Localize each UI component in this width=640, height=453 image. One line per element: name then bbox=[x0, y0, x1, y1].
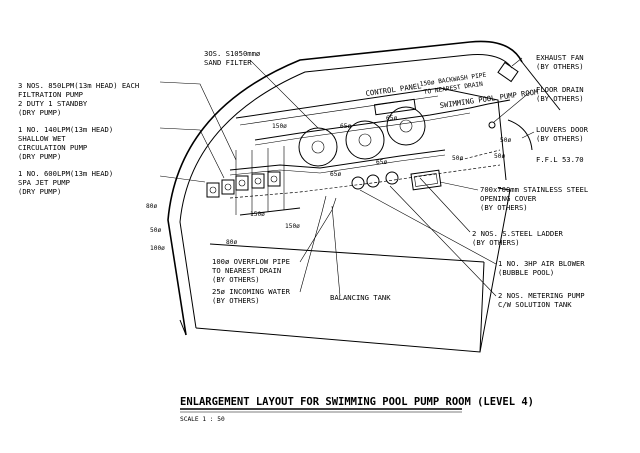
filtration-pump-3 bbox=[267, 171, 281, 187]
pipe-size-65-c: 65ø bbox=[330, 171, 341, 178]
filtration-pump-1 bbox=[235, 175, 249, 191]
label-metering-2: C/W SOLUTION TANK bbox=[498, 300, 572, 309]
room-outline bbox=[167, 40, 561, 353]
pipe-size-80-b: 80ø bbox=[226, 239, 237, 246]
annotation-labels: 3 NOS. 850LPM(13m HEAD) EACH FILTRATION … bbox=[18, 49, 589, 309]
label-shallow-2: SHALLOW WET bbox=[18, 134, 66, 143]
label-sand-filter-1: 3OS. S1050mmø bbox=[204, 49, 261, 58]
leader-lines bbox=[159, 57, 535, 297]
label-louvers-2: (BY OTHERS) bbox=[536, 134, 584, 143]
label-filtration-3: 2 DUTY 1 STANDBY bbox=[18, 99, 88, 108]
label-ladder-2: (BY OTHERS) bbox=[472, 238, 520, 247]
metering-pump-2 bbox=[385, 171, 399, 185]
label-metering-1: 2 NOS. METERING PUMP bbox=[498, 291, 585, 300]
pumps bbox=[206, 171, 281, 198]
floor-drain bbox=[488, 121, 496, 129]
title-block: ENLARGEMENT LAYOUT FOR SWIMMING POOL PUM… bbox=[180, 396, 534, 423]
label-filtration-1: 3 NOS. 850LPM(13m HEAD) EACH bbox=[18, 81, 139, 90]
label-filtration-2: FILTRATION PUMP bbox=[18, 90, 83, 99]
sand-filters bbox=[298, 106, 426, 167]
label-overflow-2: TO NEAREST DRAIN bbox=[212, 266, 281, 275]
pipe-size-150-b: 150ø bbox=[250, 211, 265, 218]
pipe-size-65-d: 65ø bbox=[376, 159, 387, 166]
label-shallow-4: (DRY PUMP) bbox=[18, 152, 61, 161]
label-overflow-3: (BY OTHERS) bbox=[212, 275, 260, 284]
label-control-panel: CONTROL PANEL bbox=[365, 81, 422, 98]
label-filtration-4: (DRY PUMP) bbox=[18, 108, 61, 117]
drawing-scale: SCALE 1 : 50 bbox=[180, 416, 225, 423]
label-floor-drain-1: FLOOR DRAIN bbox=[536, 85, 584, 94]
label-exhaust-2: (BY OTHERS) bbox=[536, 62, 584, 71]
control-panel bbox=[373, 98, 417, 116]
label-overflow-1: 100ø OVERFLOW PIPE bbox=[212, 257, 290, 266]
label-sand-filter-2: SAND FILTER bbox=[204, 58, 252, 67]
pipe-size-65-a: 65ø bbox=[340, 123, 351, 130]
drawing-title: ENLARGEMENT LAYOUT FOR SWIMMING POOL PUM… bbox=[180, 396, 534, 408]
metering-pump-1 bbox=[366, 174, 380, 188]
label-spa-1: 1 NO. 600LPM(13m HEAD) bbox=[18, 169, 113, 178]
label-incoming-2: (BY OTHERS) bbox=[212, 296, 260, 305]
label-opening-cover-2: OPENING COVER bbox=[480, 194, 537, 203]
pipe-size-65-b: 65ø bbox=[386, 115, 397, 122]
pipe-size-labels: 150ø 65ø 65ø 65ø 65ø 50ø 50ø 80ø 50ø 100… bbox=[146, 115, 511, 252]
pipe-size-80: 80ø bbox=[146, 203, 157, 210]
label-floor-drain-2: (BY OTHERS) bbox=[536, 94, 584, 103]
shallow-circulation-pump bbox=[221, 179, 235, 195]
label-opening-cover-1: 700x700mm STAINLESS STEEL bbox=[480, 185, 588, 194]
equipment-small bbox=[351, 61, 533, 191]
pipe-size-100: 100ø bbox=[150, 245, 165, 252]
sand-filter-1 bbox=[298, 127, 338, 167]
pipe-size-50-c: 50ø bbox=[150, 227, 161, 234]
opening-cover bbox=[410, 169, 442, 191]
filtration-pump-2 bbox=[251, 173, 265, 189]
spa-jet-pump bbox=[206, 182, 220, 198]
air-blower bbox=[351, 176, 365, 190]
label-shallow-1: 1 NO. 140LPM(13m HEAD) bbox=[18, 125, 113, 134]
exhaust-fan bbox=[497, 61, 519, 83]
sand-filter-2 bbox=[345, 120, 385, 160]
label-ffl: F.F.L 53.70 bbox=[536, 155, 584, 164]
pipework bbox=[229, 99, 511, 216]
pipe-size-50-a: 50ø bbox=[452, 155, 463, 162]
label-spa-2: SPA JET PUMP bbox=[18, 178, 70, 187]
label-ladder-1: 2 NOS. S.STEEL LADDER bbox=[472, 229, 564, 238]
label-opening-cover-3: (BY OTHERS) bbox=[480, 203, 528, 212]
pipe-size-150-a: 150ø bbox=[272, 123, 287, 130]
pipe-size-50-b: 50ø bbox=[494, 153, 505, 160]
label-incoming-1: 25ø INCOMING WATER bbox=[212, 287, 291, 296]
label-blower-1: 1 NO. 3HP AIR BLOWER bbox=[498, 259, 585, 268]
label-exhaust-1: EXHAUST FAN bbox=[536, 53, 584, 62]
label-balancing-tank: BALANCING TANK bbox=[330, 293, 391, 302]
louvers-door bbox=[507, 119, 533, 151]
label-louvers-1: LOUVERS DOOR bbox=[536, 125, 589, 134]
label-blower-2: (BUBBLE POOL) bbox=[498, 268, 554, 277]
pipe-size-150-c: 150ø bbox=[285, 223, 300, 230]
label-spa-3: (DRY PUMP) bbox=[18, 187, 61, 196]
pipe-size-50-d: 50ø bbox=[500, 137, 511, 144]
label-shallow-3: CIRCULATION PUMP bbox=[18, 143, 87, 152]
